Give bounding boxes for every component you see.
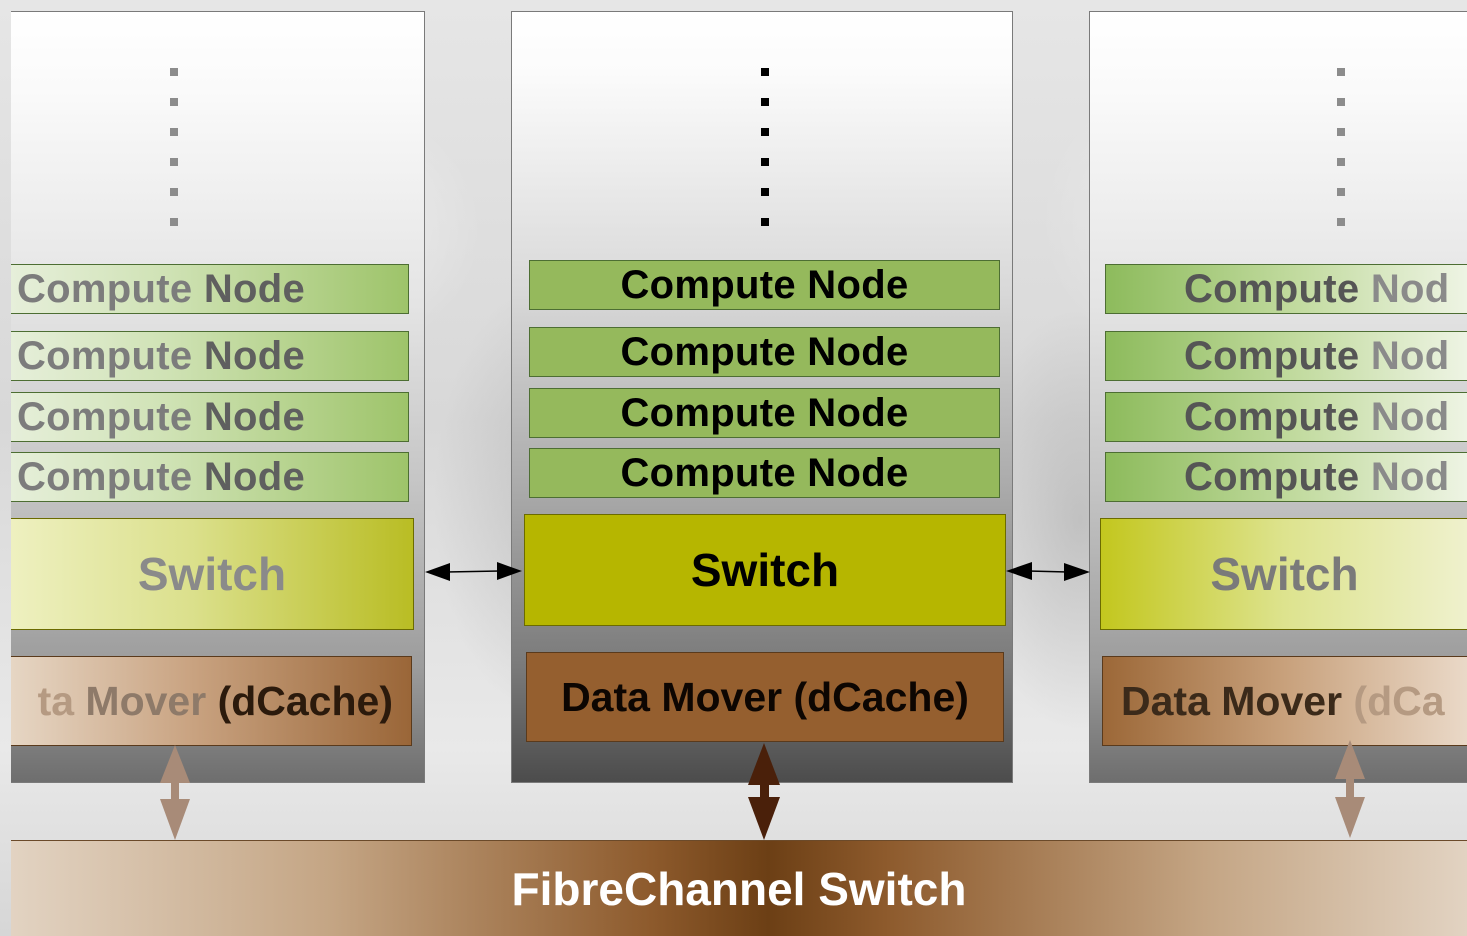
compute-node: Compute Nod (1105, 392, 1467, 442)
compute-node: Compute Node (11, 331, 409, 381)
compute-node-label: Compute Node (17, 454, 306, 499)
compute-node: Compute Node (529, 388, 1000, 438)
compute-node: Compute Nod (1105, 331, 1467, 381)
rack-switch: Switch (11, 518, 414, 630)
compute-node: Compute Nod (1105, 264, 1467, 314)
continuation-dots (761, 68, 769, 226)
fibrechannel-switch-label: FibreChannel Switch (511, 862, 967, 915)
compute-node-label: Compute Node (620, 329, 909, 374)
data-mover: Data Mover (dCache) (526, 652, 1004, 742)
right-fibre-link-arrow (1335, 740, 1365, 838)
data-mover: ta Mover (dCache) (11, 656, 412, 746)
rack-center: Compute Node Compute Node Compute Node C… (511, 11, 1013, 783)
compute-node-label: Compute Nod (1184, 454, 1450, 499)
switch-label: Switch (1210, 548, 1359, 600)
compute-node: Compute Node (11, 392, 409, 442)
data-mover-label: Data Mover (dCache) (561, 673, 969, 720)
compute-node-label: Compute Nod (1184, 394, 1450, 439)
continuation-dots (1337, 68, 1345, 226)
continuation-dots (170, 68, 178, 226)
compute-node-label: Compute Nod (1184, 333, 1450, 378)
compute-node-label: Compute Node (620, 390, 909, 435)
fibrechannel-switch: FibreChannel Switch (11, 840, 1467, 936)
compute-node-label: Compute Node (620, 450, 909, 495)
data-mover-label: Data Mover (dCa (1121, 677, 1445, 724)
data-mover-label: ta Mover (dCache) (37, 677, 393, 724)
rack-switch: Switch (1100, 518, 1467, 630)
rack-switch: Switch (524, 514, 1006, 626)
compute-node: Compute Node (529, 260, 1000, 310)
compute-node-label: Compute Node (17, 266, 306, 311)
switch-label: Switch (690, 544, 840, 596)
compute-node: Compute Node (529, 327, 1000, 377)
rack-left: Compute Node Compute Node Compute Node C… (11, 11, 425, 783)
compute-node-label: Compute Nod (1184, 266, 1450, 311)
rack-right: Compute Nod Compute Nod Compute Nod Comp… (1089, 11, 1467, 783)
compute-node-label: Compute Node (17, 333, 306, 378)
compute-node: Compute Node (529, 448, 1000, 498)
compute-node-label: Compute Node (620, 262, 909, 307)
compute-node: Compute Nod (1105, 452, 1467, 502)
compute-node: Compute Node (11, 264, 409, 314)
left-switch-link-arrow (425, 562, 522, 581)
compute-node-label: Compute Node (17, 394, 306, 439)
data-mover: Data Mover (dCa (1102, 656, 1467, 746)
center-fibre-link-arrow (748, 743, 780, 840)
left-fibre-link-arrow (160, 745, 190, 840)
switch-label: Switch (137, 548, 287, 600)
right-switch-link-arrow (1006, 562, 1090, 581)
compute-node: Compute Node (11, 452, 409, 502)
